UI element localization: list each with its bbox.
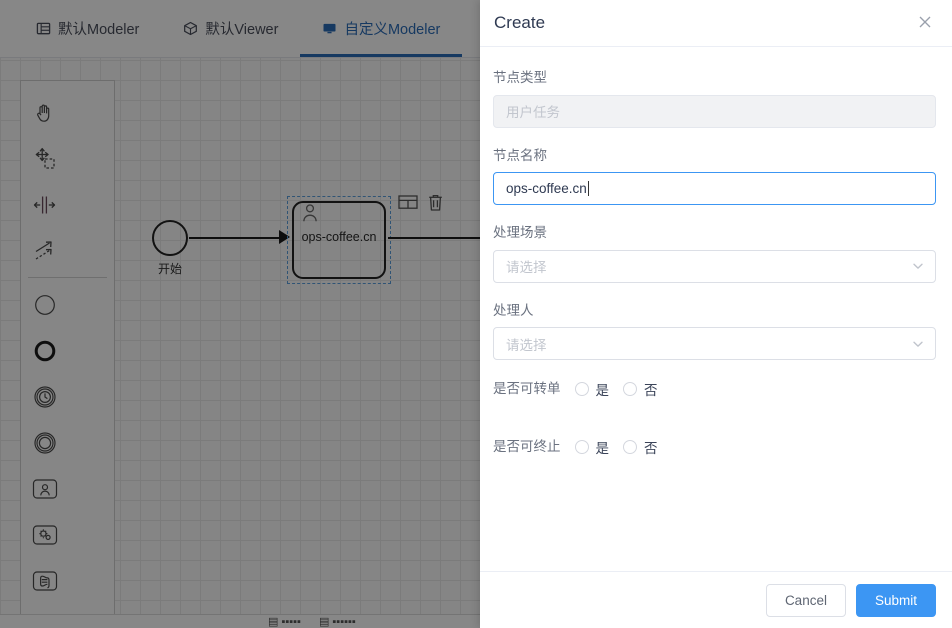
chevron-down-icon — [911, 337, 925, 351]
lasso-tool-icon — [33, 147, 57, 171]
user-task-icon — [31, 477, 59, 501]
field-label-terminable: 是否可终止 — [493, 439, 561, 455]
monitor-icon — [322, 21, 337, 36]
tab-default-modeler[interactable]: 默认Modeler — [14, 0, 161, 57]
node-type-input: 用户任务 — [493, 94, 936, 128]
boundary-event-icon — [33, 431, 57, 455]
chevron-down-icon — [911, 259, 925, 273]
bottom-bar-item[interactable]: ▤ ▪▪▪▪▪▪ — [318, 616, 356, 628]
hand-tool-icon — [33, 101, 57, 125]
sequence-flow-2[interactable] — [388, 237, 482, 239]
intermediate-throw-event-icon — [33, 385, 57, 409]
text-caret — [587, 181, 589, 197]
radio-label: 是 — [595, 441, 610, 457]
radio-label: 否 — [644, 441, 658, 457]
tab-default-viewer[interactable]: 默认Viewer — [161, 0, 300, 57]
field-node-type: 节点类型 用户任务 — [493, 69, 936, 128]
context-pad — [398, 194, 444, 217]
script-task-icon — [31, 569, 59, 593]
create-node-drawer: Create 节点类型 用户任务 节点名称 ops-coffee.cn 处理场景 — [480, 0, 952, 628]
grid-panel-icon — [36, 21, 51, 36]
tab-custom-modeler[interactable]: 自定义Modeler — [300, 0, 463, 57]
palette-start-event[interactable] — [21, 282, 68, 328]
node-name-input[interactable]: ops-coffee.cn — [493, 172, 936, 206]
field-label-scene: 处理场景 — [493, 225, 547, 241]
drawer-body: 节点类型 用户任务 节点名称 ops-coffee.cn 处理场景 请选择 处 — [480, 47, 952, 571]
field-label-transferable: 是否可转单 — [493, 381, 561, 397]
radio-circle-icon — [623, 440, 637, 455]
drawer-title: Create — [494, 13, 546, 32]
scene-placeholder: 请选择 — [506, 260, 547, 276]
cube-icon — [183, 21, 198, 36]
field-handler: 处理人 请选择 — [493, 302, 936, 361]
palette-end-event[interactable] — [21, 328, 68, 374]
start-event-label: 开始 — [157, 262, 182, 276]
radio-transferable-yes[interactable]: 是 — [574, 379, 610, 399]
palette-service-task[interactable] — [21, 512, 68, 558]
palette-space-tool[interactable] — [21, 182, 68, 228]
field-transferable: 是否可转单 是 否 — [493, 379, 936, 399]
field-node-name: 节点名称 ops-coffee.cn — [493, 147, 936, 206]
palette-intermediate-event[interactable] — [21, 374, 68, 420]
delete-icon[interactable] — [427, 194, 444, 217]
append-task-icon[interactable] — [398, 194, 418, 217]
palette-hand-tool[interactable] — [21, 90, 68, 136]
close-icon[interactable] — [916, 13, 936, 33]
radio-circle-icon — [574, 382, 589, 397]
field-label-handler: 处理人 — [493, 302, 534, 318]
radio-label: 是 — [595, 383, 610, 399]
palette-tools-group — [21, 90, 114, 274]
palette-boundary-event[interactable] — [21, 420, 68, 466]
radio-terminable-no[interactable]: 否 — [623, 437, 658, 457]
palette-user-task[interactable] — [21, 466, 68, 512]
drawer-footer: Cancel Submit — [480, 571, 952, 628]
element-palette — [20, 80, 115, 628]
tab-label: 默认Modeler — [58, 22, 140, 38]
user-task-shape[interactable] — [292, 201, 386, 279]
submit-button[interactable]: Submit — [855, 583, 936, 617]
palette-elements-group — [21, 282, 114, 628]
radio-transferable-no[interactable]: 否 — [623, 379, 658, 399]
field-terminable: 是否可终止 是 否 — [493, 437, 936, 457]
palette-connect-tool[interactable] — [21, 228, 68, 274]
end-event-icon — [33, 339, 57, 363]
palette-script-task[interactable] — [21, 558, 68, 604]
cancel-button[interactable]: Cancel — [765, 583, 846, 617]
scene-select[interactable]: 请选择 — [493, 249, 936, 283]
space-tool-icon — [33, 193, 57, 217]
bottom-bar-item[interactable]: ▤ ▪▪▪▪▪ — [268, 616, 301, 628]
connect-tool-icon — [33, 239, 57, 263]
node-name-value: ops-coffee.cn — [506, 181, 587, 197]
sequence-flow-1-arrowhead — [279, 230, 290, 244]
node-type-value: 用户任务 — [506, 105, 560, 121]
palette-divider — [28, 277, 107, 278]
user-task-label: ops-coffee.cn — [301, 230, 377, 244]
radio-circle-icon — [623, 382, 637, 397]
tab-label: 自定义Modeler — [344, 22, 441, 38]
start-event-shape[interactable] — [152, 220, 188, 256]
radio-circle-icon — [574, 440, 589, 455]
radio-label: 否 — [644, 383, 658, 399]
task-selection-outline — [287, 196, 391, 284]
handler-select[interactable]: 请选择 — [493, 327, 936, 361]
start-event-icon — [33, 293, 57, 317]
handler-placeholder: 请选择 — [506, 337, 547, 353]
service-task-icon — [31, 523, 59, 547]
user-task-marker-icon — [299, 201, 321, 230]
sequence-flow-1[interactable] — [189, 237, 281, 239]
field-scene: 处理场景 请选择 — [493, 224, 936, 283]
radio-terminable-yes[interactable]: 是 — [574, 437, 610, 457]
tab-label: 默认Viewer — [205, 22, 279, 38]
drawer-header: Create — [480, 0, 952, 47]
field-label-node-type: 节点类型 — [493, 70, 547, 85]
palette-lasso-tool[interactable] — [21, 136, 68, 182]
field-label-node-name: 节点名称 — [493, 147, 547, 163]
